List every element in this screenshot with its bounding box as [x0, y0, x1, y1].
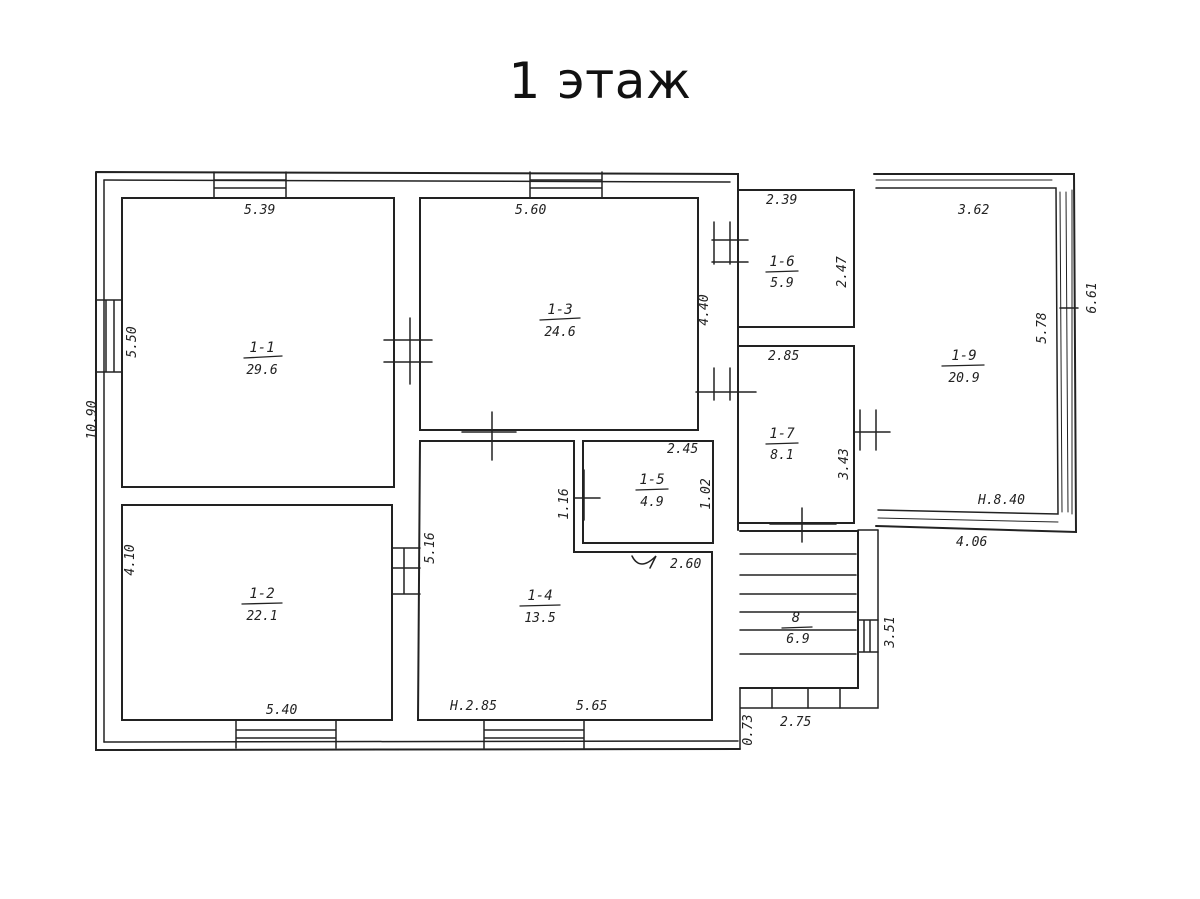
dim-label: 1.16 [557, 488, 572, 519]
dim-label: Н.2.85 [449, 699, 497, 714]
room-1-3-number: 1-3 [547, 302, 572, 318]
dim-label: 1.02 [699, 478, 714, 509]
dim-label: 0.73 [741, 714, 756, 745]
dim-label: 6.61 [1085, 282, 1100, 313]
windows [95, 171, 879, 749]
window-8-right [857, 619, 879, 653]
door-1-3-1-4 [461, 411, 517, 461]
dim-label: 5.40 [266, 703, 297, 718]
stairs [739, 553, 857, 655]
dim-label: 2.45 [667, 442, 698, 457]
floor-title: 1 этаж [508, 52, 692, 110]
dim-label: 3.43 [837, 448, 852, 480]
room-1-8-number: 8 [792, 610, 800, 626]
dim-label: 2.39 [766, 193, 797, 208]
room-1-6-outline [737, 189, 855, 328]
room-1-4-number: 1-4 [527, 588, 552, 604]
room-1-8-area: 6.9 [786, 632, 809, 647]
dim-label: 2.85 [768, 349, 799, 364]
door-swing [631, 555, 657, 569]
room-1-5-area: 4.9 [640, 495, 663, 510]
door-1-3-1-6 [711, 221, 749, 265]
dim-label: 5.50 [125, 326, 140, 357]
room-1-8-outline [739, 530, 859, 689]
door-1-7-1-9 [853, 409, 891, 451]
room-outlines [121, 189, 879, 749]
dim-label: 3.62 [957, 203, 989, 218]
door-1-1-1-3 [383, 317, 433, 385]
room-1-2-number: 1-2 [249, 586, 274, 602]
room-1-9-area: 20.9 [948, 371, 979, 386]
dim-label: 2.60 [670, 557, 701, 572]
dim-label: 4.06 [956, 535, 987, 550]
room-1-6-area: 5.9 [770, 276, 793, 291]
dim-label: 5.65 [576, 699, 607, 714]
room-1-6-number: 1-6 [769, 254, 794, 270]
window-1-1-left [95, 299, 123, 373]
dimension-labels: 5.39 5.50 10.90 5.40 4.10 5.60 4.40 5.16… [85, 193, 1100, 746]
dim-label: 5.39 [244, 203, 275, 218]
dim-label: 5.78 [1035, 312, 1050, 343]
window-1-2-bottom [235, 719, 337, 749]
room-1-2-area: 22.1 [246, 609, 277, 624]
door-1-7-8 [769, 507, 837, 543]
room-1-7-number: 1-7 [769, 426, 795, 442]
dim-label: Н.8.40 [977, 493, 1025, 508]
doors [383, 221, 891, 709]
dim-label: 5.16 [423, 532, 438, 563]
room-1-3-area: 24.6 [544, 325, 575, 340]
dim-label: 4.10 [123, 544, 138, 575]
door-1-2-1-4 [391, 547, 421, 595]
dim-label: 10.90 [85, 400, 100, 439]
room-1-4-outline [416, 440, 713, 721]
window-1-4-bottom [483, 719, 585, 749]
door-1-3-1-7 [695, 367, 757, 401]
room-1-1-number: 1-1 [249, 340, 274, 356]
dim-label: 2.47 [835, 256, 850, 287]
window-1-1-top [213, 171, 287, 199]
door-8-exit [771, 687, 841, 709]
dim-label: 2.75 [780, 715, 811, 730]
dim-label: 5.60 [515, 203, 546, 218]
door-1-4-1-5 [573, 469, 601, 521]
dim-label: 3.51 [883, 616, 898, 648]
room-1-1-area: 29.6 [246, 363, 277, 378]
room-1-4-area: 13.5 [524, 611, 555, 626]
room-1-5-outline [582, 440, 714, 544]
window-1-3-top [529, 171, 603, 199]
veranda-walls [873, 173, 1079, 534]
room-1-7-area: 8.1 [770, 448, 793, 463]
dim-label: 4.40 [697, 294, 712, 325]
room-1-5-number: 1-5 [639, 472, 664, 488]
room-labels: 1-1 29.6 1-2 22.1 1-3 24.6 1-4 13.5 1-5 … [241, 254, 985, 647]
room-1-2-outline [121, 504, 393, 721]
room-1-3-outline [419, 197, 699, 431]
room-1-7-outline [737, 345, 855, 524]
room-1-9-number: 1-9 [951, 348, 976, 364]
